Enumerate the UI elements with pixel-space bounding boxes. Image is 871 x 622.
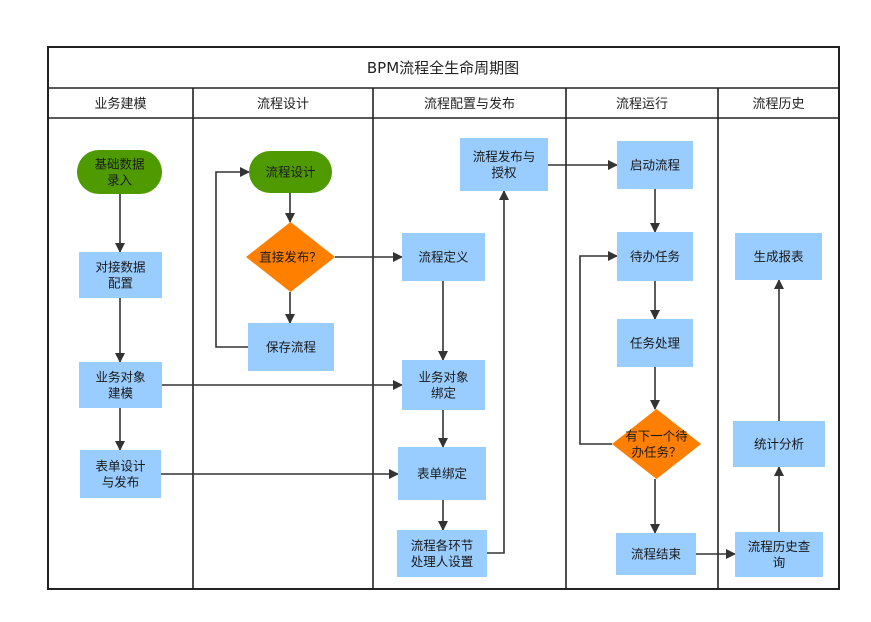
process-shape [402,360,485,410]
history-query-label: 流程历史查 [748,539,811,554]
start-process-label: 启动流程 [630,158,681,173]
publish-authorize-label: 授权 [491,165,517,180]
process-shape [397,530,487,577]
process-shape [460,138,548,191]
form-design-publish-label: 表单设计 [95,459,145,474]
task-handling-label: 任务处理 [630,336,681,351]
process-shape [79,252,162,298]
diagram-frame [47,46,840,590]
flow-nodes: 基础数据录入对接数据配置业务对象建模表单设计与发布流程设计直接发布？保存流程流程… [77,138,825,577]
lane-process-run-header: 流程运行 [616,97,668,112]
process-definition-label: 流程定义 [418,250,469,265]
terminator-shape [77,150,162,194]
process-shape [617,141,693,189]
connectors [115,160,784,559]
process-shape [80,450,161,498]
basic-data-entry-label: 基础数据 [94,157,144,172]
process-shape [79,362,162,408]
node-handler-settings-label: 处理人设置 [411,554,474,569]
process-shape [735,233,822,280]
lane-process-design-header: 流程设计 [257,97,309,112]
business-object-modeling-label: 业务对象 [95,370,145,385]
lane-process-history-header: 流程历史 [752,97,804,112]
process-end-label: 流程结束 [631,547,682,562]
business-object-binding-label: 业务对象 [418,370,468,385]
decision-shape [246,222,335,292]
process-shape [402,233,485,281]
generate-report-label: 生成报表 [753,249,804,264]
dock-data-config-label: 对接数据 [95,260,145,275]
business-object-modeling-label: 建模 [108,386,134,401]
edge-save-process-to-process-design [215,167,250,348]
form-binding-node: 表单绑定 [398,447,486,500]
generate-report-node: 生成报表 [735,233,822,280]
pending-task-label: 待办任务 [630,249,680,264]
edge-node-handler-settings-to-publish-authorize [487,190,509,554]
save-process-node: 保存流程 [248,323,334,371]
decision-shape [612,409,701,479]
publish-authorize-label: 流程发布与 [473,149,536,164]
direct-publish-decision-label: 直接发布？ [259,250,322,265]
form-design-publish-label: 与发布 [102,475,140,490]
process-shape [248,323,334,371]
next-task-decision-label: 有下一个待 [625,429,688,444]
lane-business-modeling-header: 业务建模 [94,96,146,112]
direct-publish-decision-node: 直接发布？ [246,222,335,292]
save-process-label: 保存流程 [266,340,317,355]
form-binding-label: 表单绑定 [417,466,467,481]
lane-config-publish-header: 流程配置与发布 [424,96,515,112]
process-shape [616,533,696,575]
process-shape [398,447,486,500]
terminator-shape [249,151,332,193]
diagram-title: BPM流程全生命周期图 [367,59,519,77]
statistics-analysis-label: 统计分析 [754,437,804,452]
process-shape [617,232,693,281]
history-query-label: 询 [773,555,786,570]
process-definition-node: 流程定义 [402,233,485,281]
process-design-node: 流程设计 [249,151,332,193]
task-handling-node: 任务处理 [617,319,693,367]
edge-next-task-decision-to-pending-task [579,251,618,445]
dock-data-config-label: 配置 [108,276,133,291]
process-shape [735,532,823,577]
pending-task-node: 待办任务 [617,232,693,281]
swimlanes: 业务建模流程设计流程配置与发布流程运行流程历史 [94,88,805,589]
process-design-label: 流程设计 [265,165,315,180]
basic-data-entry-label: 录入 [107,173,133,188]
process-shape [617,319,693,367]
start-process-node: 启动流程 [617,141,693,189]
statistics-analysis-node: 统计分析 [733,421,825,467]
business-object-binding-label: 绑定 [431,386,456,401]
process-shape [733,421,825,467]
next-task-decision-label: 办任务？ [631,445,681,460]
process-end-node: 流程结束 [616,533,696,575]
node-handler-settings-label: 流程各环节 [411,538,474,553]
